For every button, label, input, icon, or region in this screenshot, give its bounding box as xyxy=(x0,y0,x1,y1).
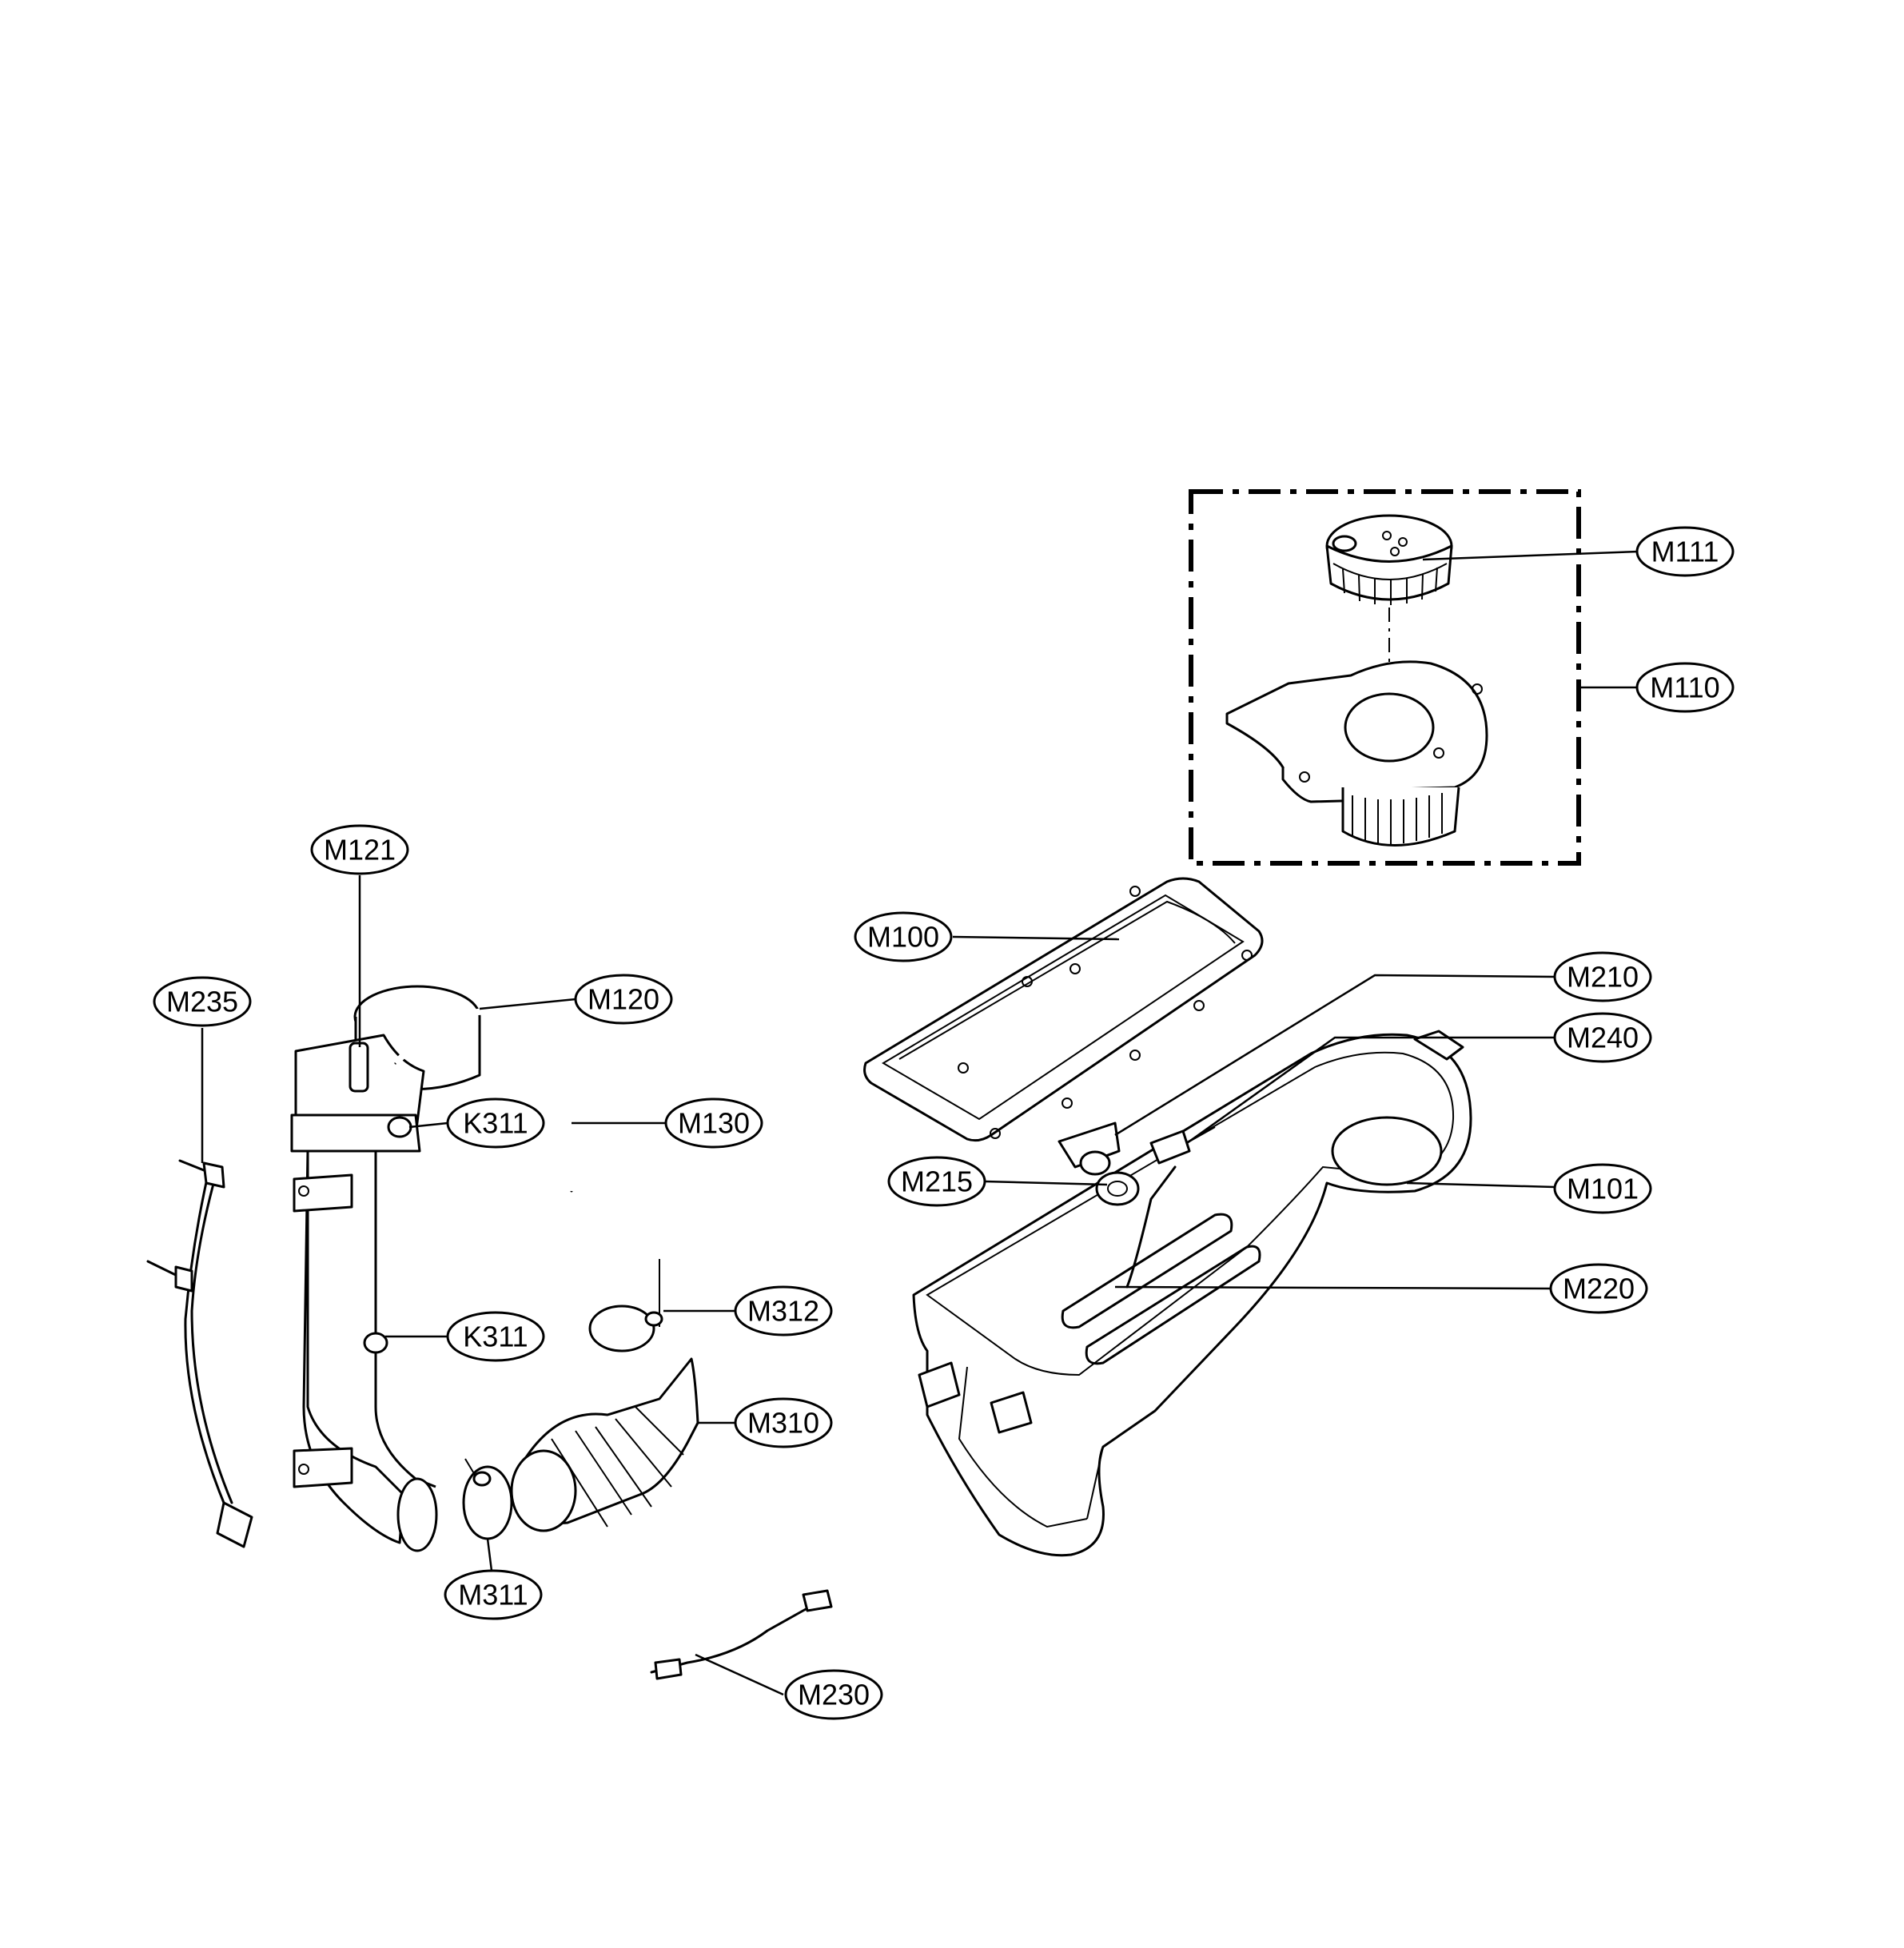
label-m100: M100 xyxy=(854,911,953,962)
label-m310: M310 xyxy=(734,1397,833,1448)
exhaust-duct xyxy=(290,985,481,1552)
label-m120: M120 xyxy=(574,974,673,1025)
label-m121: M121 xyxy=(310,824,409,875)
grommet xyxy=(1095,1171,1140,1206)
label-text: M120 xyxy=(588,983,659,1016)
label-m101: M101 xyxy=(1553,1163,1652,1214)
label-text: M210 xyxy=(1567,961,1639,994)
label-m130: M130 xyxy=(664,1097,763,1149)
label-text: M110 xyxy=(1650,671,1719,704)
label-text: M220 xyxy=(1563,1273,1635,1305)
label-text: M311 xyxy=(458,1579,528,1611)
label-m110: M110 xyxy=(1635,662,1735,713)
leader-m210 xyxy=(1114,974,1555,1137)
label-m215: M215 xyxy=(887,1156,986,1207)
thermostat xyxy=(1058,1121,1121,1176)
leader-m120 xyxy=(479,998,576,1010)
temperature-sensor xyxy=(650,1589,833,1680)
label-text: K311 xyxy=(463,1107,528,1140)
duct-cover xyxy=(863,877,1264,1142)
leader-m230 xyxy=(695,1653,784,1696)
leader-m220 xyxy=(1114,1285,1551,1290)
label-text: M111 xyxy=(1651,536,1719,568)
blower-housing xyxy=(1225,660,1488,847)
leader-m100 xyxy=(952,935,1120,941)
label-m210: M210 xyxy=(1553,951,1652,1002)
duct-housing xyxy=(912,1030,1472,1557)
label-text: M215 xyxy=(901,1165,973,1198)
label-m235: M235 xyxy=(153,976,252,1027)
hose-clip-upper xyxy=(387,1116,412,1138)
leader-k311a xyxy=(408,1121,448,1129)
leader-m215 xyxy=(984,1180,1108,1186)
label-text: K311 xyxy=(463,1321,528,1353)
label-k311-lower: K311 xyxy=(446,1311,545,1362)
label-text: M312 xyxy=(747,1295,819,1328)
label-m311: M311 xyxy=(444,1569,543,1620)
label-text: M230 xyxy=(798,1679,870,1711)
leader-m101 xyxy=(1406,1181,1555,1189)
ring-clamp-upper xyxy=(588,1259,663,1352)
label-m312: M312 xyxy=(734,1285,833,1337)
assembly-group-box xyxy=(1189,489,1581,866)
label-text: M101 xyxy=(1567,1173,1639,1205)
wire-harness xyxy=(146,1159,253,1548)
ring-clamp-lower xyxy=(462,1458,513,1540)
label-m220: M220 xyxy=(1549,1263,1648,1314)
drain-hose xyxy=(393,1008,576,1193)
label-m230: M230 xyxy=(784,1669,883,1720)
label-m111: M111 xyxy=(1635,526,1735,577)
label-text: M121 xyxy=(324,834,396,866)
label-text: M130 xyxy=(678,1107,750,1140)
leader-m311 xyxy=(486,1538,493,1572)
blower-motor xyxy=(1325,514,1453,605)
bellows-hose xyxy=(510,1357,699,1532)
label-text: M235 xyxy=(166,986,238,1018)
label-text: M100 xyxy=(867,921,939,954)
label-m240: M240 xyxy=(1553,1012,1652,1063)
label-k311-upper: K311 xyxy=(446,1097,545,1149)
hose-clip-lower xyxy=(363,1332,388,1354)
label-text: M240 xyxy=(1567,1022,1639,1054)
leader-m240 xyxy=(1186,1036,1555,1145)
label-text: M310 xyxy=(747,1407,819,1440)
leader-m111 xyxy=(1422,550,1639,561)
